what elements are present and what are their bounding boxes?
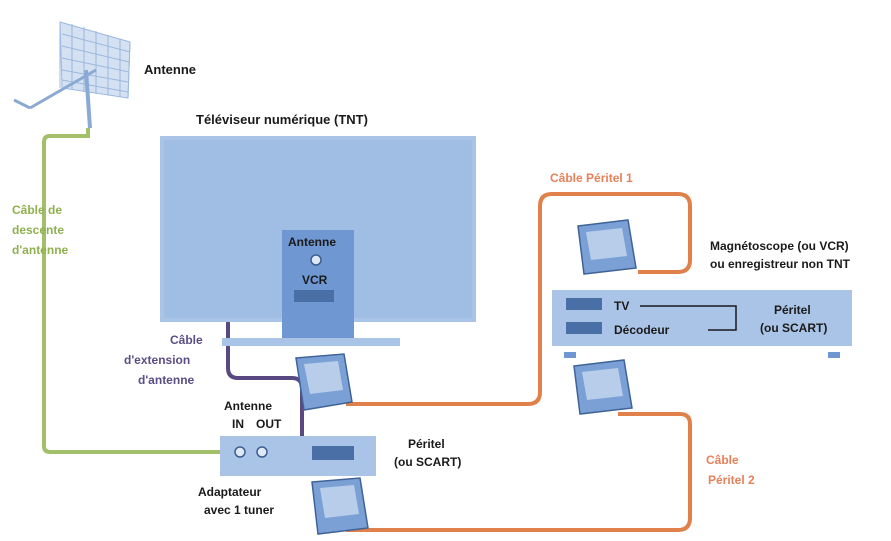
antenna-icon — [13, 21, 131, 129]
antenna-cable-label-2: descente — [12, 223, 64, 237]
adapter-peritel-label-2: (ou SCART) — [394, 455, 461, 469]
adapter-in-label: IN — [232, 417, 244, 431]
vcr-decoder-scart-port — [566, 322, 602, 334]
extension-cable-label-3: d'antenne — [138, 373, 195, 387]
adapter-peritel-label-1: Péritel — [408, 437, 445, 451]
cable-peritel-2-label-1: Câble — [706, 453, 739, 467]
adapter-scart-port — [312, 446, 354, 460]
vcr-peritel-label-2: (ou SCART) — [760, 321, 827, 335]
tv-port-antenna-label: Antenne — [288, 235, 336, 249]
peritel-cable-2 — [346, 412, 692, 532]
scart-connector-icon — [295, 353, 353, 411]
vcr-tv-scart-port — [566, 298, 602, 310]
antenna-label: Antenne — [144, 62, 196, 77]
vcr-device — [552, 290, 852, 358]
coax-jack-icon — [310, 254, 322, 266]
vcr-port-tv-label: TV — [614, 299, 629, 313]
tv-port-vcr-label: VCR — [302, 273, 328, 287]
vcr-title-2: ou enregistreur non TNT — [710, 257, 851, 271]
tuner-adapter — [220, 436, 376, 476]
adapter-name-2: avec 1 tuner — [204, 503, 274, 517]
scart-connector-icon — [573, 359, 633, 415]
television — [160, 136, 476, 346]
scart-connector-icon — [577, 219, 637, 275]
adapter-out-jack — [256, 446, 268, 458]
extension-cable-label-2: d'extension — [124, 353, 190, 367]
scart-connector-icon — [311, 477, 369, 535]
extension-cable-label-1: Câble — [170, 333, 203, 347]
vcr-title-1: Magnétoscope (ou VCR) — [710, 239, 849, 253]
adapter-out-label: OUT — [256, 417, 282, 431]
tv-title: Téléviseur numérique (TNT) — [196, 112, 368, 127]
cable-peritel-2-label-2: Péritel 2 — [708, 473, 755, 487]
adapter-antenna-label: Antenne — [224, 399, 272, 413]
vcr-port-decoder-label: Décodeur — [614, 323, 670, 337]
cable-peritel-1-label: Câble Péritel 1 — [550, 171, 633, 185]
peritel-cable-1 — [346, 192, 692, 406]
tv-port-panel — [282, 230, 354, 338]
antenna-cable-label-1: Câble de — [12, 203, 62, 217]
adapter-name-1: Adaptateur — [198, 485, 262, 499]
antenna-downlead-cable — [42, 128, 236, 454]
tv-scart-port — [294, 290, 334, 302]
antenna-cable-label-3: d'antenne — [12, 243, 69, 257]
vcr-peritel-label-1: Péritel — [774, 303, 811, 317]
adapter-in-jack — [234, 446, 246, 458]
